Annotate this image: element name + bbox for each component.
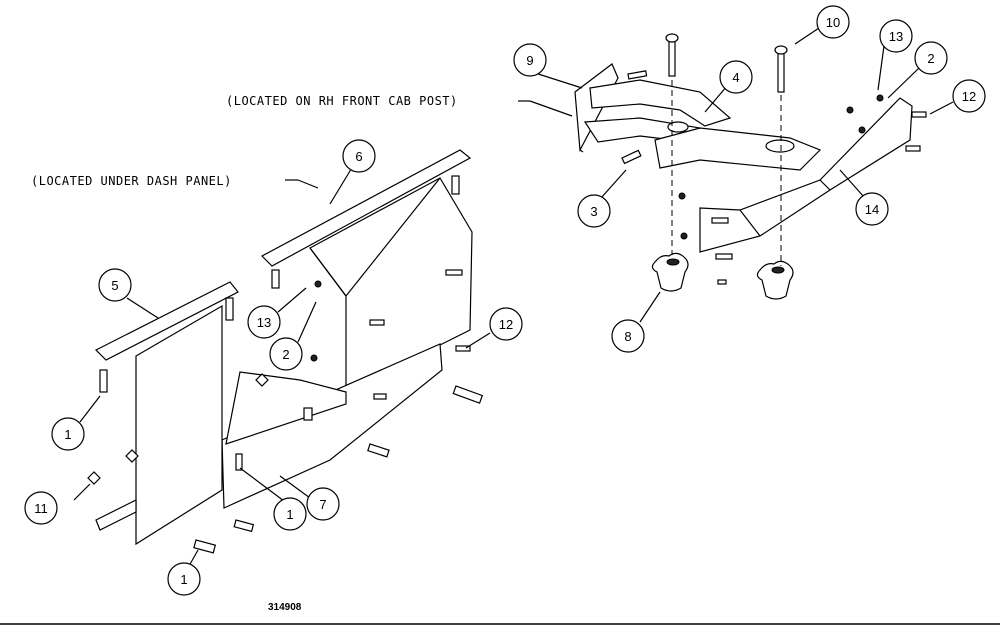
callout-label: 11 [34,501,48,516]
callout-label: 7 [319,497,326,512]
callout-label: 14 [865,202,879,217]
callout-12-right: 12 [952,79,986,113]
callout-label: 12 [962,89,976,104]
support-arm [654,127,822,171]
note-rh-cab-post: (LOCATED ON RH FRONT CAB POST) [226,94,573,117]
callout-label: 8 [624,329,631,344]
callout-7: 7 [306,487,340,521]
main-housing [309,177,473,393]
note-rh-cab-post-text: (LOCATED ON RH FRONT CAB POST) [226,94,458,108]
top-strap [261,149,472,267]
callout-label: 1 [286,507,293,522]
note-under-dash-text: (LOCATED UNDER DASH PANEL) [31,174,232,188]
callout-2-right: 2 [914,41,948,75]
callout-3: 3 [577,194,611,228]
cross-bracket [699,97,913,253]
callout-2-left: 2 [269,337,303,371]
callout-5: 5 [98,268,132,302]
hardware-right [621,70,927,285]
upper-bracket [589,79,732,127]
side-plate [94,281,239,361]
callout-14: 14 [855,192,889,226]
callout-10: 10 [816,5,850,39]
leader-lines [73,27,954,567]
lower-plate [221,343,443,509]
cab-post-mount-assembly [574,33,927,300]
callout-label: 4 [732,70,739,85]
callout-9: 9 [513,43,547,77]
callout-1-top: 1 [51,417,85,451]
note-under-dash: (LOCATED UNDER DASH PANEL) [31,174,319,189]
callout-13-right: 13 [879,19,913,53]
callout-13-left: 13 [247,305,281,339]
callout-label: 2 [282,347,289,362]
callout-label: 10 [826,15,840,30]
callout-8: 8 [611,319,645,353]
callout-4: 4 [719,60,753,94]
callout-label: 2 [927,51,934,66]
under-dash-assembly [87,149,484,554]
callout-label: 13 [889,29,903,44]
callout-11: 11 [24,491,58,525]
callout-12-left: 12 [489,307,523,341]
callout-1-bottom: 1 [167,562,201,596]
callout-label: 13 [257,315,271,330]
callout-label: 1 [180,572,187,587]
callout-label: 12 [499,317,513,332]
callout-label: 1 [64,427,71,442]
callout-6: 6 [342,139,376,173]
callout-label: 5 [111,278,118,293]
hardware-left [87,175,484,554]
callout-label: 3 [590,204,597,219]
drawing-number: 314908 [268,602,302,613]
callout-label: 9 [526,53,533,68]
callout-label: 6 [355,149,362,164]
callout-1-middle: 1 [273,497,307,531]
